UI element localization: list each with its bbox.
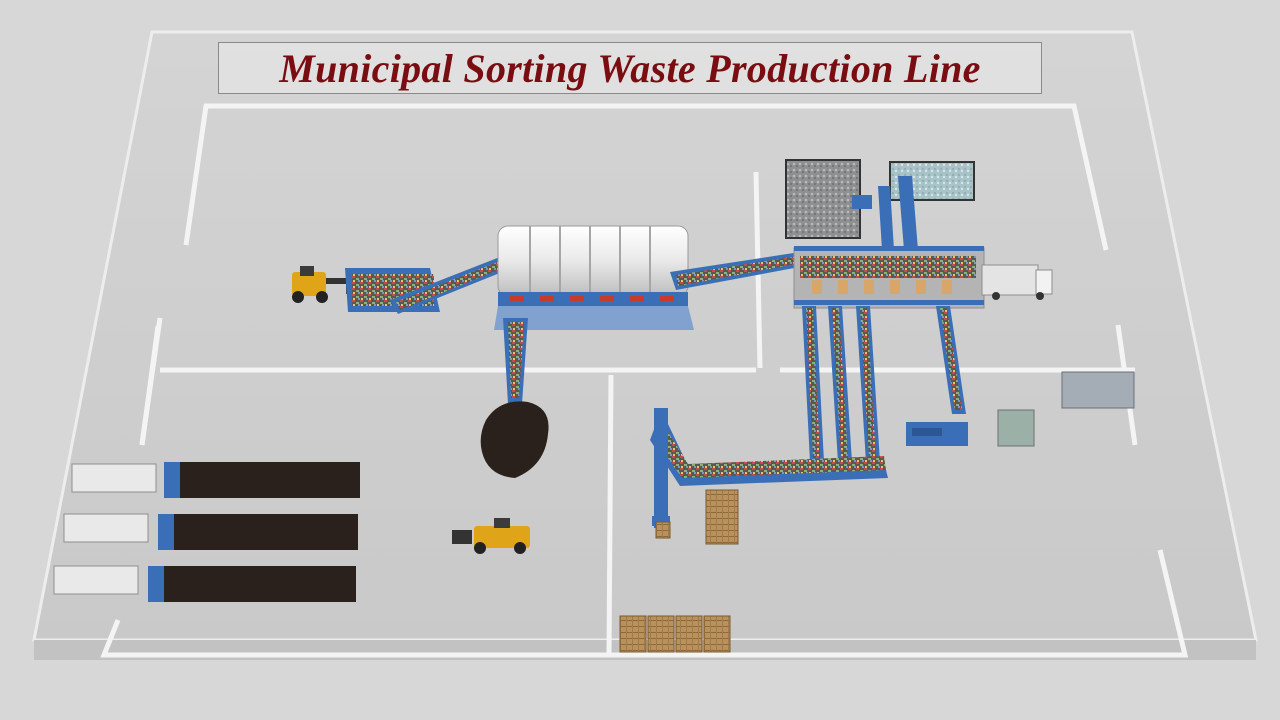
- bin-conveyors: [852, 176, 918, 250]
- feed-conveyor: [390, 255, 512, 314]
- sorted-output-conveyors: [802, 306, 966, 462]
- truck-icon: [981, 264, 1053, 300]
- parked-trucks: [53, 463, 157, 595]
- compost-pile: [480, 401, 549, 478]
- title-banner: Municipal Sorting Waste Production Line: [218, 42, 1042, 94]
- baler-machine: [906, 422, 968, 446]
- bale-row: [619, 615, 731, 653]
- second-front-loader-icon: [452, 518, 530, 554]
- compost-windrows: [148, 462, 360, 602]
- trommel-screen-icon: [494, 225, 694, 330]
- baled-recyclables: [997, 371, 1135, 447]
- sorting-platform: [793, 246, 985, 309]
- fines-conveyor: [503, 318, 528, 404]
- transfer-conveyor: [670, 252, 805, 290]
- page-title: Municipal Sorting Waste Production Line: [279, 45, 981, 91]
- scrap-metal-bin: [785, 159, 861, 239]
- front-loader-icon: [292, 266, 354, 303]
- bale-icon: [619, 489, 739, 653]
- residue-conveyor: [650, 408, 888, 528]
